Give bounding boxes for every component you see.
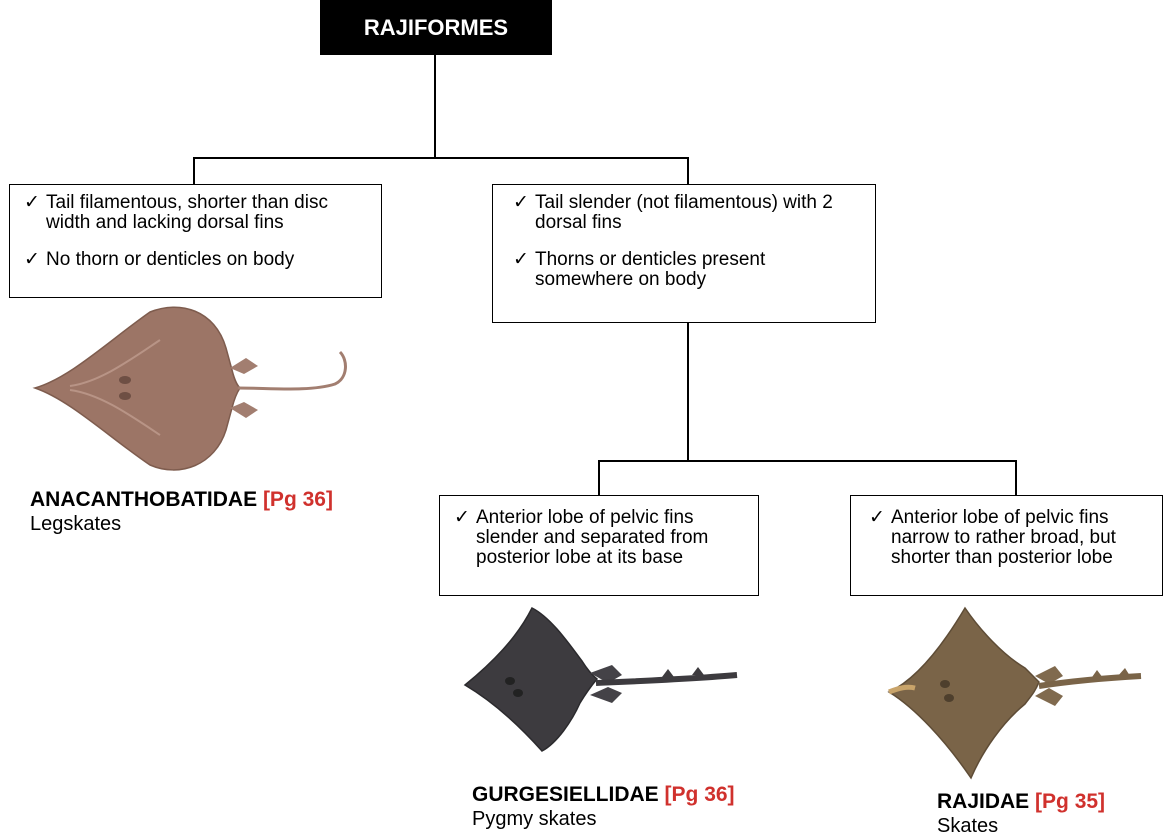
criterion: ✓ Tail filamentous, shorter than disc wi… (20, 193, 371, 233)
page-reference: [Pg 36] (664, 783, 735, 806)
connector-left-drop (193, 157, 195, 185)
connector-bottom-left-drop (598, 460, 600, 496)
root-node: RAJIFORMES (320, 0, 552, 55)
family-common-name: Legskates (30, 513, 122, 535)
check-icon: ✓ (454, 507, 470, 528)
criteria-box-middle: ✓ Tail slender (not filamentous) with 2 … (492, 184, 876, 323)
skate-photo (887, 606, 1142, 780)
pygmy-skate-photo (463, 606, 738, 752)
family-name: ANACANTHOBATIDAE (30, 488, 258, 511)
family-common-name: Pygmy skates (472, 808, 597, 830)
criterion-text: Tail slender (not filamentous) with 2 do… (535, 192, 833, 233)
connector-top-bar (193, 157, 689, 159)
connector-middle-drop (687, 157, 689, 185)
connector-bottom-right-drop (1015, 460, 1017, 496)
family-name: RAJIDAE (937, 790, 1030, 813)
criteria-box-bottom-right: ✓ Anterior lobe of pelvic fins narrow to… (850, 495, 1163, 596)
check-icon: ✓ (513, 192, 529, 213)
criterion: ✓ Thorns or denticles present somewhere … (509, 250, 859, 290)
family-anacanthobatidae: ANACANTHOBATIDAE [Pg 36] Legskates (30, 488, 333, 536)
family-common-name: Skates (937, 815, 999, 837)
criterion-text: No thorn or denticles on body (46, 249, 295, 270)
criterion-text: Anterior lobe of pelvic fins slender and… (476, 507, 709, 568)
check-icon: ✓ (24, 249, 40, 270)
check-icon: ✓ (869, 507, 885, 528)
criterion: ✓ Tail slender (not filamentous) with 2 … (509, 193, 859, 233)
criterion: ✓ Anterior lobe of pelvic fins narrow to… (865, 508, 1154, 568)
criterion-text: Tail filamentous, shorter than disc widt… (46, 192, 328, 233)
page-reference: [Pg 35] (1035, 790, 1106, 813)
legskate-photo (32, 306, 347, 471)
check-icon: ✓ (24, 192, 40, 213)
connector-middle-down (687, 322, 689, 461)
family-name: GURGESIELLIDAE (472, 783, 659, 806)
root-label: RAJIFORMES (363, 14, 509, 40)
page-reference: [Pg 36] (262, 488, 333, 511)
connector-root-down (434, 55, 436, 158)
criterion: ✓ Anterior lobe of pelvic fins slender a… (450, 508, 746, 568)
check-icon: ✓ (513, 249, 529, 270)
family-rajidae: RAJIDAE [Pg 35] Skates (937, 790, 1105, 838)
family-gurgesiellidae: GURGESIELLIDAE [Pg 36] Pygmy skates (472, 783, 735, 831)
criteria-box-bottom-left: ✓ Anterior lobe of pelvic fins slender a… (439, 495, 759, 596)
criterion: ✓ No thorn or denticles on body (20, 250, 371, 270)
criteria-box-left: ✓ Tail filamentous, shorter than disc wi… (9, 184, 382, 298)
connector-bottom-bar (598, 460, 1017, 462)
criterion-text: Anterior lobe of pelvic fins narrow to r… (891, 507, 1116, 568)
criterion-text: Thorns or denticles present somewhere on… (535, 249, 766, 290)
